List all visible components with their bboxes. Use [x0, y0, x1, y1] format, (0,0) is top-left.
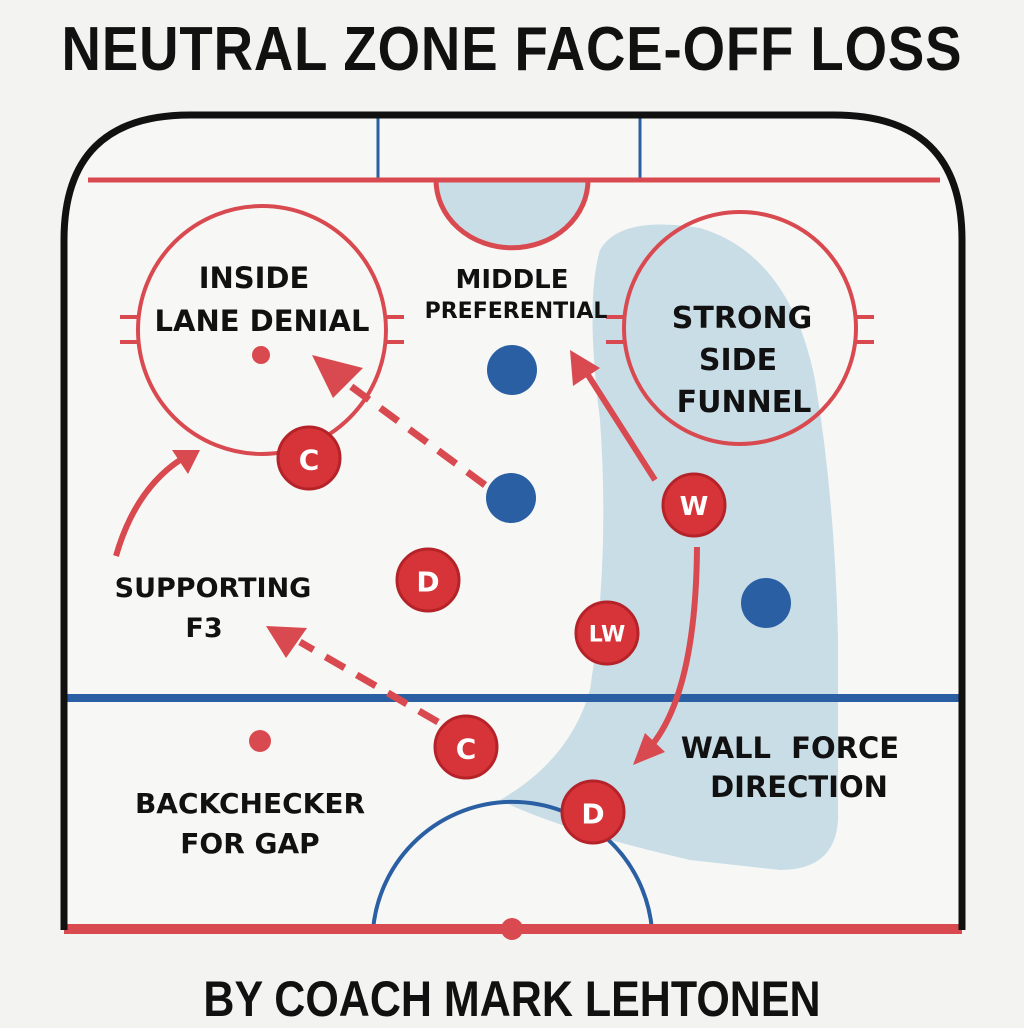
opponent-marker: [487, 345, 537, 395]
label-support-2: F3: [185, 613, 222, 644]
arrowhead-middle: [570, 350, 600, 386]
arrow-wall-force: [649, 546, 700, 747]
goal-crease: [433, 177, 591, 251]
author-byline: BY COACH MARK LEHTONEN: [203, 971, 821, 1027]
player-d-bottom: D: [560, 779, 626, 845]
player-lw: LW: [574, 600, 640, 666]
svg-text:W: W: [680, 492, 709, 522]
left-faceoff-dot: [252, 346, 270, 364]
label-back-2: FOR GAP: [180, 827, 319, 860]
label-middle-1: MIDDLE: [455, 265, 568, 295]
label-wall-1: WALL FORCE: [681, 731, 899, 765]
diagram-title: NEUTRAL ZONE FACE-OFF LOSS: [61, 15, 963, 84]
arrow-supporting-f3: [113, 457, 182, 557]
neutral-zone-dot: [249, 730, 271, 752]
label-strong-1: STRONG: [672, 301, 812, 336]
dashed-arrow-supporting: [298, 638, 440, 726]
center-dot: [501, 918, 523, 940]
arrowhead-supporting-dashed: [266, 626, 307, 658]
svg-text:LW: LW: [589, 623, 626, 648]
player-c-bottom: C: [433, 714, 499, 780]
arrowhead-supporting: [172, 450, 200, 474]
center-circle: [371, 799, 654, 931]
label-inside-lane-2: LANE DENIAL: [155, 304, 370, 338]
opponent-marker: [486, 473, 536, 523]
rink-boards: [60, 111, 966, 930]
player-c-top: C: [276, 425, 342, 491]
arrow-w-to-middle: [585, 373, 658, 482]
player-w: W: [661, 472, 727, 538]
dashed-arrow-inside-lane: [342, 379, 488, 488]
svg-text:D: D: [581, 798, 604, 831]
opponent-marker: [741, 578, 791, 628]
left-faceoff-circle: [136, 204, 388, 456]
player-d-mid: D: [395, 547, 461, 613]
label-wall-2: DIRECTION: [710, 770, 888, 804]
label-middle-2: PREFERENTIAL: [425, 299, 608, 324]
svg-text:D: D: [416, 566, 439, 599]
right-faceoff-circle: [622, 210, 858, 446]
arrowhead-inside-lane: [312, 355, 363, 398]
label-back-1: BACKCHECKER: [135, 787, 365, 820]
arrowhead-wall-force: [633, 733, 665, 765]
label-strong-3: FUNNEL: [677, 385, 812, 420]
svg-text:C: C: [456, 733, 477, 766]
blue-line: [64, 694, 962, 702]
svg-text:C: C: [299, 444, 320, 477]
label-inside-lane-1: INSIDE: [199, 261, 310, 295]
label-support-1: SUPPORTING: [115, 573, 312, 604]
strong-side-zone-shade: [500, 224, 838, 870]
label-strong-2: SIDE: [699, 343, 777, 378]
